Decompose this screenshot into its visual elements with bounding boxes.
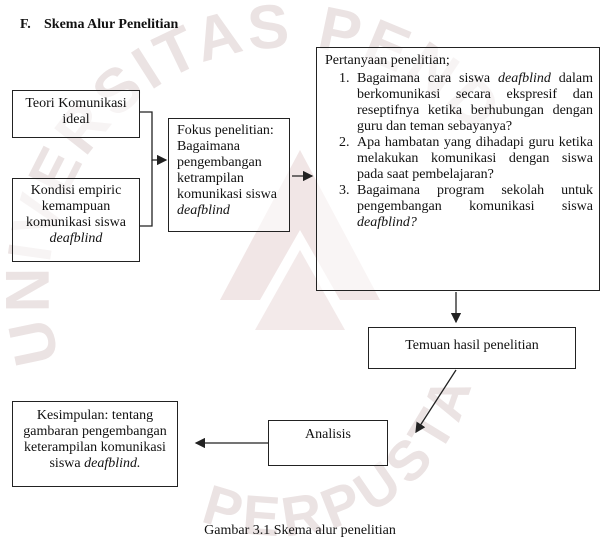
teori-line: Teori Komunikasi [25, 96, 127, 111]
kondisi-empiric-box: Kondisi empiric kemampuan komunikasi sis… [12, 178, 140, 262]
fokus-line: deafblind [177, 203, 230, 218]
analisis-label: Analisis [305, 427, 351, 442]
fokus-line: pengembangan [177, 155, 262, 170]
section-title: Skema Alur Penelitian [44, 17, 179, 32]
fokus-line: Bagaimana [177, 139, 240, 154]
section-heading: F. Skema Alur Penelitian [20, 17, 178, 33]
kesimpulan-box: Kesimpulan: tentang gambaran pengembanga… [12, 401, 178, 487]
kondisi-line: deafblind [49, 231, 103, 246]
analisis-box: Analisis [268, 420, 388, 466]
kondisi-line: Kondisi empiric [30, 183, 122, 198]
fokus-penelitian-box: Fokus penelitian: Bagaimana pengembangan… [168, 118, 290, 232]
teori-komunikasi-box: Teori Komunikasi ideal [12, 90, 140, 138]
figure-caption: Gambar 3.1 Skema alur penelitian [204, 523, 396, 538]
temuan-hasil-box: Temuan hasil penelitian [368, 327, 576, 369]
fokus-line: komunikasi siswa [177, 187, 277, 202]
kondisi-line: kemampuan [41, 199, 111, 214]
question-item: Apa hambatan yang dihadapi guru ketika m… [353, 135, 593, 183]
kesimpulan-line: Kesimpulan: tentang [36, 408, 154, 423]
question-item: Bagaimana program sekolah untuk pengemba… [353, 183, 593, 231]
question-list: Bagaimana cara siswa deafblind dalam ber… [325, 71, 593, 231]
kondisi-line: komunikasi siswa [26, 215, 126, 230]
question-item: Bagaimana cara siswa deafblind dalam ber… [353, 71, 593, 135]
kesimpulan-line: keterampilan komunikasi [24, 440, 166, 455]
section-number: F. [20, 17, 31, 32]
pertanyaan-title: Pertanyaan penelitian; [325, 53, 450, 68]
temuan-label: Temuan hasil penelitian [405, 338, 539, 353]
teori-line: ideal [62, 112, 90, 127]
fokus-line: Fokus penelitian: [177, 123, 274, 138]
arrow-teori-to-fokus [140, 111, 168, 166]
kesimpulan-line: siswa deafblind. [49, 456, 141, 471]
fokus-line: ketrampilan [177, 171, 244, 186]
arrow-temuan-to-analisis [415, 369, 457, 434]
kesimpulan-line: gambaran pengembangan [23, 424, 167, 439]
arrow-kondisi-to-fokus [140, 160, 153, 227]
pertanyaan-penelitian-box: Pertanyaan penelitian; Bagaimana cara si… [316, 47, 600, 291]
